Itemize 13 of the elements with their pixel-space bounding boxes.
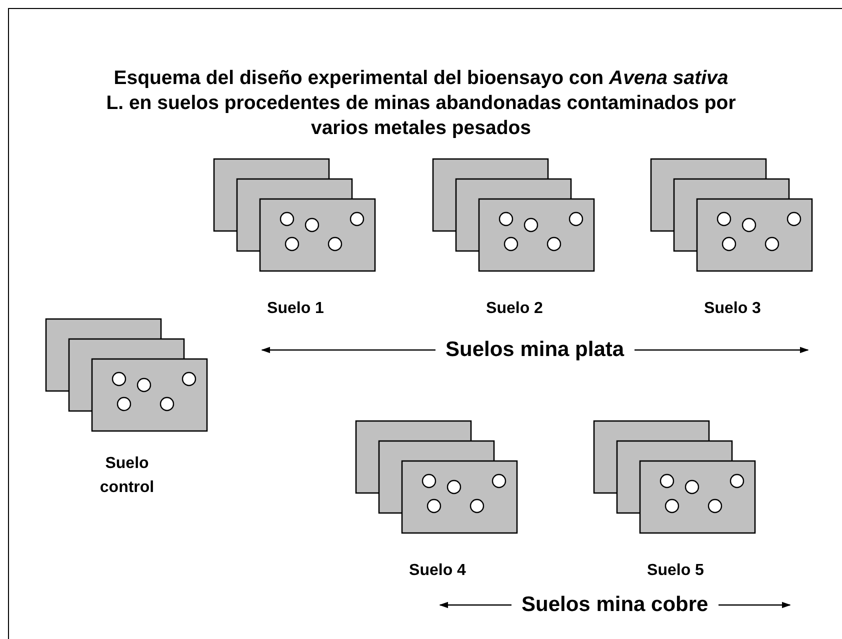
- sample-label: Suelo 3: [703, 300, 762, 318]
- tray-stack-drawing: [45, 318, 208, 432]
- sample-label: Suelo 2: [485, 300, 544, 318]
- tray-stack-drawing: [650, 158, 813, 272]
- sample-label: Suelo 5: [646, 562, 705, 580]
- tray-stack-drawing: [213, 158, 376, 272]
- diagram-title: Esquema del diseño experimental del bioensayo con Avena sativa L. en suelos procedentes de minas abandonadas contaminados por varios metales pesados: [105, 66, 737, 141]
- sample-label: Suelo 4: [408, 562, 467, 580]
- tray-stack-drawing: [593, 420, 756, 534]
- sample-label: Suelo control: [98, 454, 156, 498]
- tray-stack-drawing: [432, 158, 595, 272]
- tray-stack-drawing: [355, 420, 518, 534]
- sample-label: Suelo 1: [266, 300, 325, 318]
